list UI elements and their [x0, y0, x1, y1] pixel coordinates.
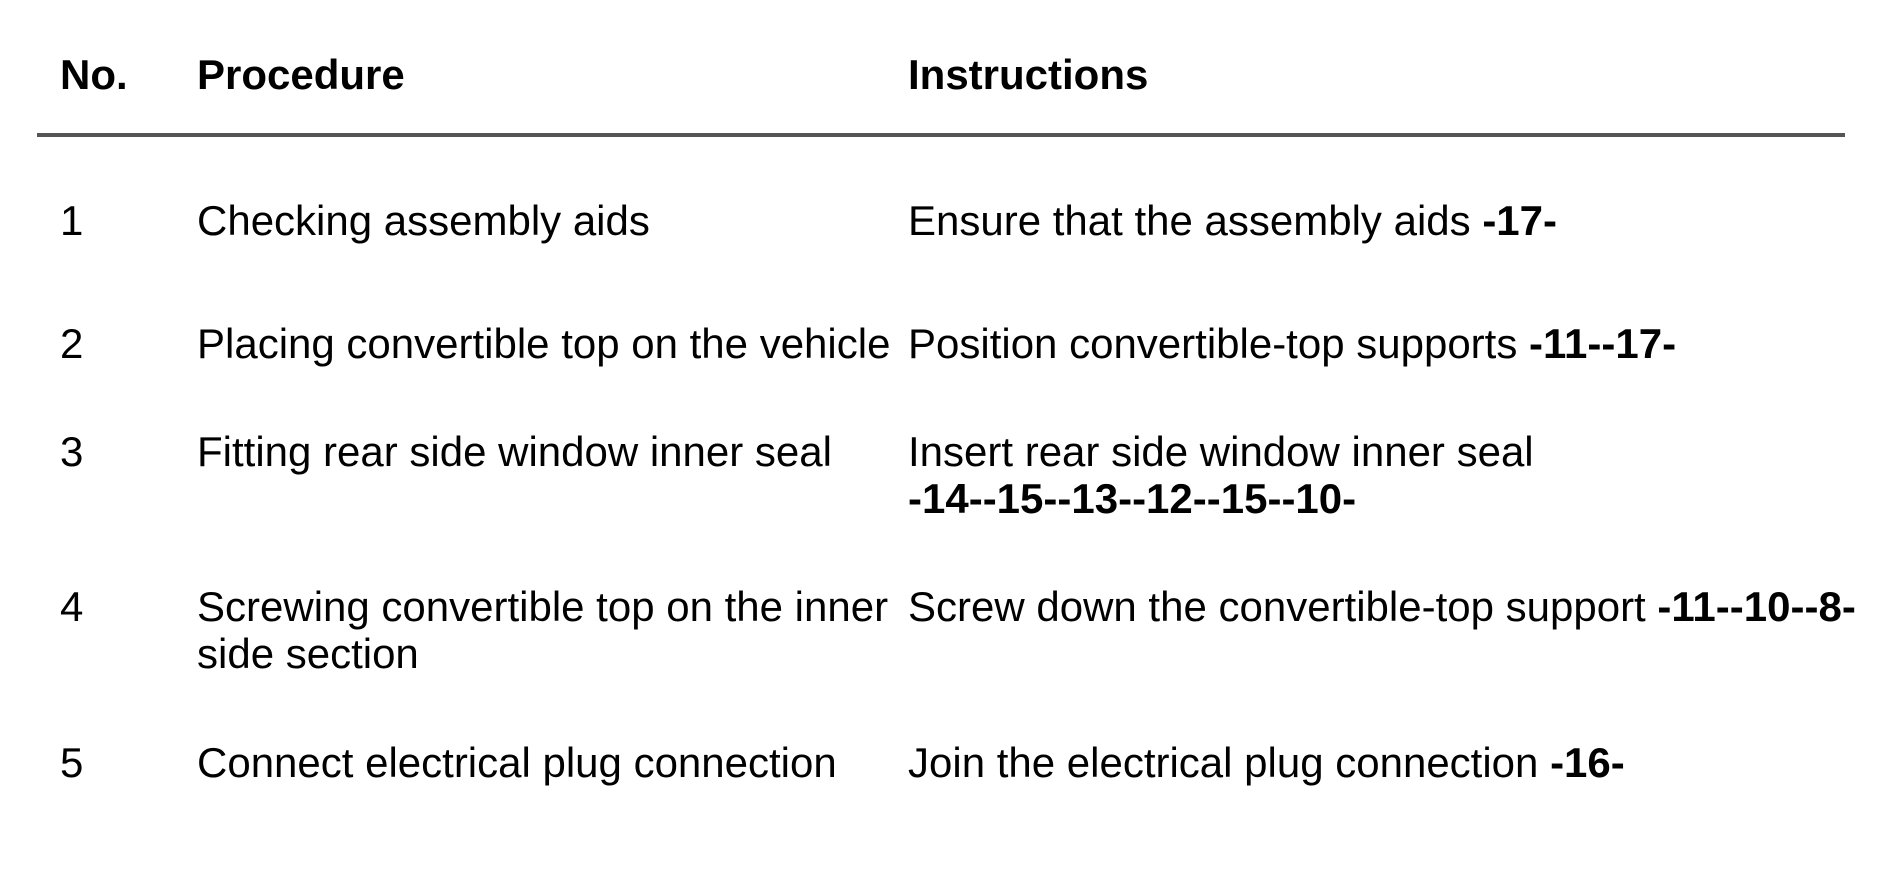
row-number: 2	[60, 320, 84, 367]
instruction-text: Join the electrical plug connection	[908, 739, 1539, 786]
table-header-row: No. Procedure Instructions	[37, 51, 1873, 98]
table-row: 4 Screwing convertible top on the inner …	[37, 583, 1873, 677]
procedure-cell: Checking assembly aids	[197, 197, 650, 244]
row-number: 4	[60, 583, 84, 630]
instruction-cell: Ensure that the assembly aids -17-	[908, 197, 1873, 244]
table-row: 3 Fitting rear side window inner seal In…	[37, 428, 1873, 522]
column-header-instructions: Instructions	[908, 51, 1149, 98]
instruction-cell: Insert rear side window inner seal -14--…	[908, 428, 1873, 522]
instruction-cell: Position convertible-top supports -11--1…	[908, 320, 1873, 367]
table-row: 2 Placing convertible top on the vehicle…	[37, 320, 1873, 367]
instruction-ref-code: -11--10--8-	[1657, 583, 1856, 630]
procedure-cell: Fitting rear side window inner seal	[197, 428, 832, 475]
row-number: 5	[60, 739, 84, 786]
instruction-cell: Screw down the convertible-top support -…	[908, 583, 1873, 677]
instruction-ref-code: -17-	[1482, 197, 1558, 244]
procedure-cell: Placing convertible top on the vehicle	[197, 320, 891, 367]
table-row: 5 Connect electrical plug connection Joi…	[37, 739, 1873, 786]
instruction-ref-code: -16-	[1550, 739, 1625, 786]
instruction-ref-code: -14--15--13--12--15--10-	[908, 475, 1357, 522]
instruction-cell: Join the electrical plug connection -16-	[908, 739, 1873, 786]
instruction-text: Position convertible-top supports	[908, 320, 1518, 367]
row-number: 1	[60, 197, 84, 244]
row-number: 3	[60, 428, 84, 475]
instruction-text: Screw down the convertible-top support	[908, 583, 1646, 630]
instruction-text: Insert rear side window inner seal	[908, 428, 1534, 475]
procedure-cell: Connect electrical plug connection	[197, 739, 837, 786]
column-header-no: No.	[60, 51, 128, 98]
procedure-cell: Screwing convertible top on the inner si…	[197, 583, 889, 677]
table-row: 1 Checking assembly aids Ensure that the…	[37, 197, 1873, 244]
instruction-text: Ensure that the assembly aids	[908, 197, 1471, 244]
header-divider-line	[37, 133, 1845, 137]
instruction-ref-code: -11--17-	[1529, 320, 1677, 367]
column-header-procedure: Procedure	[197, 51, 405, 98]
